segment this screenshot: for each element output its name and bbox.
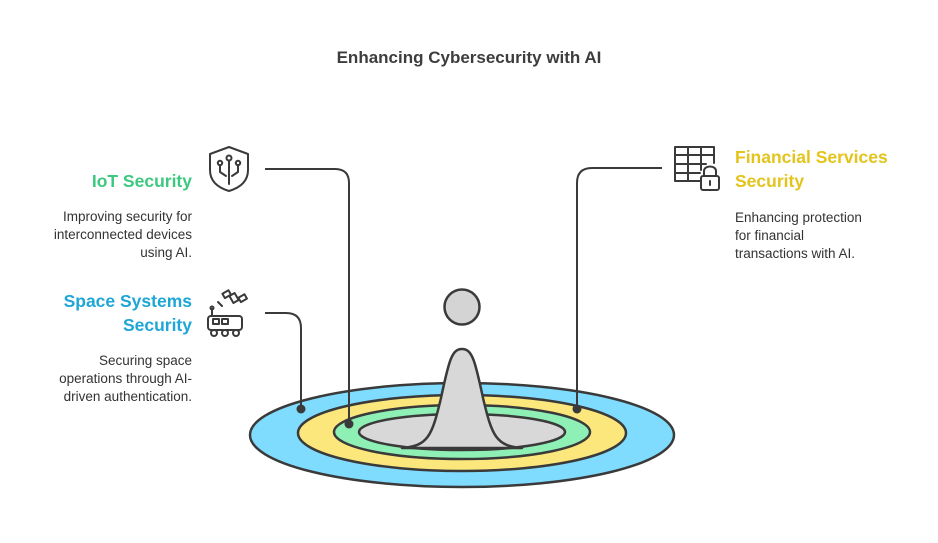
satellite-rover-icon — [207, 289, 248, 337]
iot-description-line: interconnected devices — [53, 227, 192, 242]
financial-connector — [576, 167, 662, 409]
iot-connector-dot — [344, 419, 354, 429]
financial-description-line: for financial — [735, 228, 805, 243]
financial-description-line: Enhancing protection — [735, 210, 862, 225]
financial-description-line: transactions with AI. — [735, 246, 856, 261]
space-connector — [265, 312, 302, 409]
space-heading-line: Space Systems — [63, 291, 192, 311]
space-heading-line: Security — [122, 315, 192, 335]
financial-services-heading: Financial Services Security — [735, 145, 930, 193]
diagram-title: Enhancing Cybersecurity with AI — [336, 48, 602, 67]
iot-connector — [265, 168, 350, 424]
space-systems-description: Securing space operations through AI- dr… — [20, 352, 192, 406]
space-systems-heading: Space Systems Security — [20, 289, 192, 337]
peak-shape — [400, 347, 524, 450]
iot-description-line: Improving security for — [62, 209, 192, 224]
iot-description-line: using AI. — [140, 245, 192, 260]
iot-security-heading: IoT Security — [91, 171, 192, 191]
financial-services-description: Enhancing protection for financial trans… — [735, 209, 925, 263]
space-description-line: operations through AI- — [59, 371, 192, 386]
financial-connector-dot — [572, 404, 582, 414]
iot-security-description: Improving security for interconnected de… — [20, 208, 192, 262]
space-connector-dot — [296, 404, 306, 414]
table-lock-icon — [674, 146, 720, 191]
financial-heading-line: Security — [735, 171, 805, 191]
financial-heading-line: Financial Services — [735, 147, 888, 167]
shield-circuit-icon — [209, 146, 249, 192]
space-description-line: Securing space — [98, 353, 192, 368]
peak-head — [443, 288, 481, 326]
space-description-line: driven authentication. — [63, 389, 192, 404]
